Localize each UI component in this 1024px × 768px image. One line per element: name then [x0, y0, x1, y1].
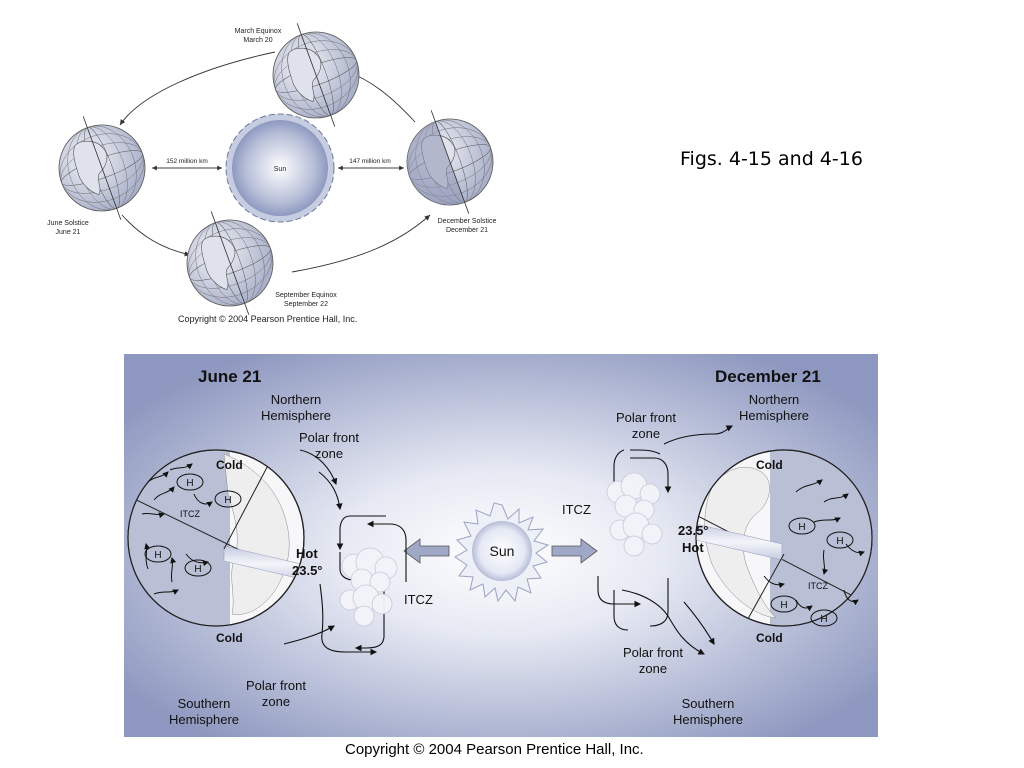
left-itcz-inner: ITCZ: [180, 509, 200, 519]
left-hot: Hot: [296, 546, 318, 561]
right-polar-lower-line1: Polar front: [623, 645, 683, 660]
orbit-sun-label: Sun: [274, 166, 287, 173]
right-southern-line1: Southern: [682, 696, 735, 711]
circulation-copyright: Copyright © 2004 Pearson Prentice Hall, …: [345, 741, 644, 758]
globe-december: [394, 106, 506, 218]
march-label-line1: March Equinox: [235, 28, 282, 35]
orbit-figure: Sun 152 million km 147 million km March …: [46, 19, 506, 315]
left-date-label: June 21: [198, 367, 261, 386]
left-polar-upper-line2: zone: [315, 446, 343, 461]
left-southern-line1: Southern: [178, 696, 231, 711]
december-label-line2: December 21: [446, 227, 488, 234]
left-itcz-outer: ITCZ: [404, 592, 433, 607]
march-label-line2: March 20: [243, 37, 272, 44]
high-pressure-marker: H: [186, 478, 193, 489]
sun-arrow-left: [403, 538, 450, 564]
right-angle: 23.5°: [678, 523, 709, 538]
left-southern-line2: Hemisphere: [169, 712, 239, 727]
right-cold-bottom: Cold: [756, 631, 783, 645]
left-polar-lower-line1: Polar front: [246, 678, 306, 693]
globe-june-21: H H H H Cold ITCZ Hot 23.5° Cold: [127, 449, 323, 645]
slide-title: Figs. 4-15 and 4-16: [680, 148, 863, 170]
orbit-arc-bottom-left: [121, 214, 191, 257]
right-itcz-outer: ITCZ: [562, 502, 591, 517]
high-pressure-marker: H: [780, 600, 787, 611]
december-label-line1: December Solstice: [438, 218, 497, 225]
left-circulation-loop: [283, 449, 407, 656]
september-label-line2: September 22: [284, 301, 328, 308]
circulation-figure: Sun H H H H Cold ITCZ: [124, 354, 878, 737]
right-southern-line2: Hemisphere: [673, 712, 743, 727]
high-pressure-marker: H: [194, 564, 201, 575]
left-cold-bottom: Cold: [216, 631, 243, 645]
high-pressure-marker: H: [820, 614, 827, 625]
center-sun: Sun: [454, 502, 550, 603]
right-circulation-loop: [597, 425, 733, 655]
left-cold-top: Cold: [216, 458, 243, 472]
center-sun-label: Sun: [490, 543, 515, 559]
orbit-arc-bottom-right: [291, 214, 431, 273]
left-northern-line2: Hemisphere: [261, 408, 331, 423]
june-label-line2: June 21: [56, 229, 81, 236]
distance-left-label: 152 million km: [166, 158, 208, 165]
globe-september: [174, 207, 286, 315]
right-northern-line1: Northern: [749, 392, 800, 407]
left-polar-lower-line2: zone: [262, 694, 290, 709]
right-polar-upper-line1: Polar front: [616, 410, 676, 425]
right-polar-upper-line2: zone: [632, 426, 660, 441]
distance-right-label: 147 million km: [349, 158, 391, 165]
june-label-line1: June Solstice: [47, 220, 89, 227]
right-polar-lower-line2: zone: [639, 661, 667, 676]
orbit-arc-top-left: [119, 51, 276, 126]
september-label-line1: September Equinox: [275, 292, 337, 299]
globe-march: [260, 19, 372, 131]
high-pressure-marker: H: [154, 550, 161, 561]
orbit-copyright: Copyright © 2004 Pearson Prentice Hall, …: [178, 314, 358, 324]
right-hot: Hot: [682, 540, 704, 555]
right-date-label: December 21: [715, 367, 821, 386]
left-polar-upper-line1: Polar front: [299, 430, 359, 445]
high-pressure-marker: H: [836, 536, 843, 547]
right-itcz-inner: ITCZ: [808, 581, 828, 591]
high-pressure-marker: H: [224, 495, 231, 506]
left-northern-line1: Northern: [271, 392, 322, 407]
left-angle: 23.5°: [292, 563, 323, 578]
globe-june: [46, 112, 158, 224]
right-cold-top: Cold: [756, 458, 783, 472]
high-pressure-marker: H: [798, 522, 805, 533]
sun-arrow-right: [551, 538, 598, 564]
right-northern-line2: Hemisphere: [739, 408, 809, 423]
orbit-sun: Sun: [225, 113, 335, 223]
